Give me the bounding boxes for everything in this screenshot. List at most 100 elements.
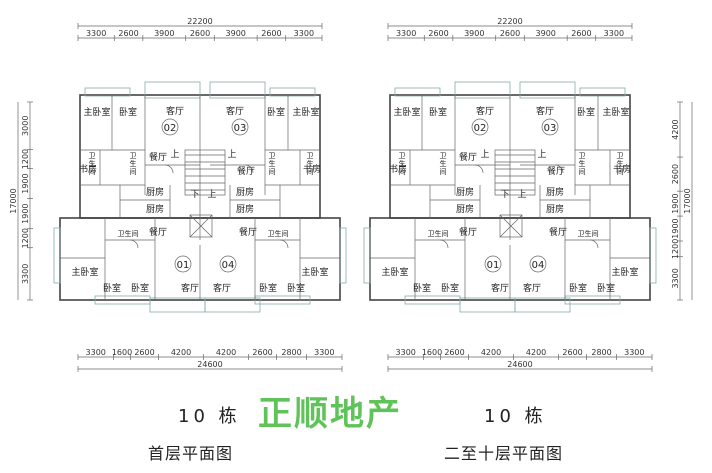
label-bedroom-bl2: 卧室: [413, 282, 431, 294]
unit-circle: [161, 118, 179, 136]
window-top-right: [579, 87, 626, 97]
label-master-bedroom-tr: 主卧室: [292, 106, 319, 118]
dim-top-left-label-4: 3900: [226, 29, 246, 38]
dim-right-label-5: 4200: [671, 119, 680, 139]
label-bedroom-bl2: 卧室: [103, 282, 121, 294]
dim-top-right-label-2: 3900: [464, 29, 484, 38]
label-bath-lower-right: 卫生间: [268, 229, 289, 238]
label-bath-right-a-char: 卫: [269, 152, 276, 160]
label-dining-04: 餐厅: [549, 226, 567, 238]
dim-bottom-right-total-label: 24600: [507, 360, 532, 369]
door-arc: [439, 239, 449, 249]
label-bath-left-a: 卫生间: [399, 152, 406, 176]
stair-core: [494, 149, 536, 238]
dim-bottom-right-label-1: 1600: [422, 348, 442, 357]
balcony-top-right: [519, 81, 576, 99]
label-bath-left-b: 卫生间: [440, 152, 447, 176]
stair-box: [494, 149, 536, 196]
dim-top-right-total-label: 22200: [497, 17, 522, 26]
unit-circle: [174, 255, 192, 273]
dim-left-label-1: 1200: [21, 228, 30, 248]
unit-circle: [484, 255, 502, 273]
dim-bottom-left-label-7: 3300: [314, 348, 334, 357]
label-bath-right-a-char: 间: [269, 168, 276, 176]
label-bedroom-tr: 卧室: [267, 106, 285, 118]
label-bath-left-b-char: 生: [440, 159, 447, 168]
label-kitchen-03b: 厨房: [236, 203, 254, 215]
label-bath-lower-right: 卫生间: [578, 229, 599, 238]
dim-bottom-left-total-label: 24600: [197, 360, 222, 369]
dim-bottom-left-label-2: 2600: [134, 348, 154, 357]
dim-bottom-right-label-2: 2600: [444, 348, 464, 357]
watermark-text: 正顺地产: [258, 394, 402, 434]
label-bath-right-b-char: 生: [617, 159, 624, 168]
label-up-right: 上: [537, 149, 546, 160]
label-bedroom-br: 卧室: [569, 282, 587, 294]
door-arc: [554, 164, 564, 174]
label-up-left: 上: [480, 149, 489, 160]
window-left-side: [363, 227, 371, 284]
label-bath-right-b-char: 生: [307, 159, 314, 168]
dim-top-left-label-3: 2600: [190, 29, 210, 38]
label-bath-left-a-char: 间: [399, 168, 406, 176]
dim-left-label-3: 1900: [21, 173, 30, 193]
dim-left-label-0: 3300: [21, 264, 30, 284]
label-study-right: 书房: [303, 163, 321, 175]
dim-top-left-total-label: 22200: [187, 17, 212, 26]
label-kitchen-02b: 厨房: [146, 203, 164, 215]
label-dining-02: 餐厅: [149, 151, 167, 163]
label-dining-04: 餐厅: [239, 226, 257, 238]
label-bath-right-b-char: 间: [307, 168, 314, 176]
dim-top-right-label-6: 3300: [604, 29, 624, 38]
dim-top-right-label-1: 2600: [428, 29, 448, 38]
upper-partitions: [390, 95, 630, 240]
plan-ground: 主卧室卧室客厅客厅卧室主卧室书房书房卫生间卫生间卫生间卫生间餐厅餐厅厨房厨房厨房…: [53, 81, 347, 313]
window-top-left: [84, 87, 131, 97]
label-bath-right-a-char: 生: [269, 159, 276, 168]
dim-right-label-2: 1900: [671, 218, 680, 238]
label-bedroom-br2: 卧室: [597, 282, 615, 294]
label-master-bedroom-bl: 主卧室: [381, 266, 408, 278]
dimension-chains: 3300 2600 3900 2600 3900 2600 3300 22200 3300 260…: [9, 17, 693, 372]
door-arc: [129, 239, 139, 249]
building-label-right: 10 栋: [484, 406, 547, 427]
dim-bottom-right-label-4: 4200: [526, 348, 546, 357]
dim-bottom-right-label-5: 2600: [562, 348, 582, 357]
balcony-top-left: [144, 81, 201, 99]
label-bath-right-a: 卫生间: [579, 152, 586, 176]
dim-top-right-label-0: 3300: [396, 29, 416, 38]
label-up-mid: 上: [207, 189, 216, 200]
dim-bottom-left-label-6: 2800: [281, 348, 301, 357]
label-living-01: 客厅: [491, 282, 509, 294]
label-living-04: 客厅: [213, 282, 231, 294]
dim-bottom-right-label-7: 3300: [624, 348, 644, 357]
unit-number: 02: [474, 123, 487, 134]
balcony-bottom-right: [514, 297, 571, 313]
unit-number: 02: [164, 123, 177, 134]
elevator-box: [499, 214, 523, 238]
label-bath-left-b-char: 间: [130, 168, 137, 176]
label-bath-right-b-char: 间: [617, 168, 624, 176]
label-bath-left-b-char: 卫: [440, 152, 447, 160]
plan-upper: 主卧室卧室客厅客厅卧室主卧室书房书房卫生间卫生间卫生间卫生间餐厅餐厅厨房厨房厨房…: [363, 81, 657, 313]
dim-right-label-4: 2600: [671, 164, 680, 184]
dim-top-left-label-1: 2600: [118, 29, 138, 38]
door-arc: [589, 239, 599, 249]
label-bath-right-a-char: 生: [579, 159, 586, 168]
label-down: 下: [190, 190, 199, 200]
dim-left-label-2: 1900: [21, 203, 30, 223]
dim-top-right-label-3: 2600: [500, 29, 520, 38]
unit-number: 01: [177, 260, 190, 271]
label-bath-left-a: 卫生间: [89, 152, 96, 176]
label-bath-right-b: 卫生间: [307, 152, 314, 176]
unit-number: 04: [222, 260, 235, 271]
label-dining-01: 餐厅: [149, 226, 167, 238]
label-bath-right-b: 卫生间: [617, 152, 624, 176]
label-bedroom-bl: 卧室: [131, 282, 149, 294]
room-labels: 主卧室卧室客厅客厅卧室主卧室书房书房卫生间卫生间卫生间卫生间餐厅餐厅厨房厨房厨房…: [71, 105, 328, 294]
dim-left-label-4: 1200: [21, 149, 30, 169]
label-up-right: 上: [227, 149, 236, 160]
label-master-bedroom-tr: 主卧室: [602, 106, 629, 118]
label-study-right: 书房: [613, 163, 631, 175]
